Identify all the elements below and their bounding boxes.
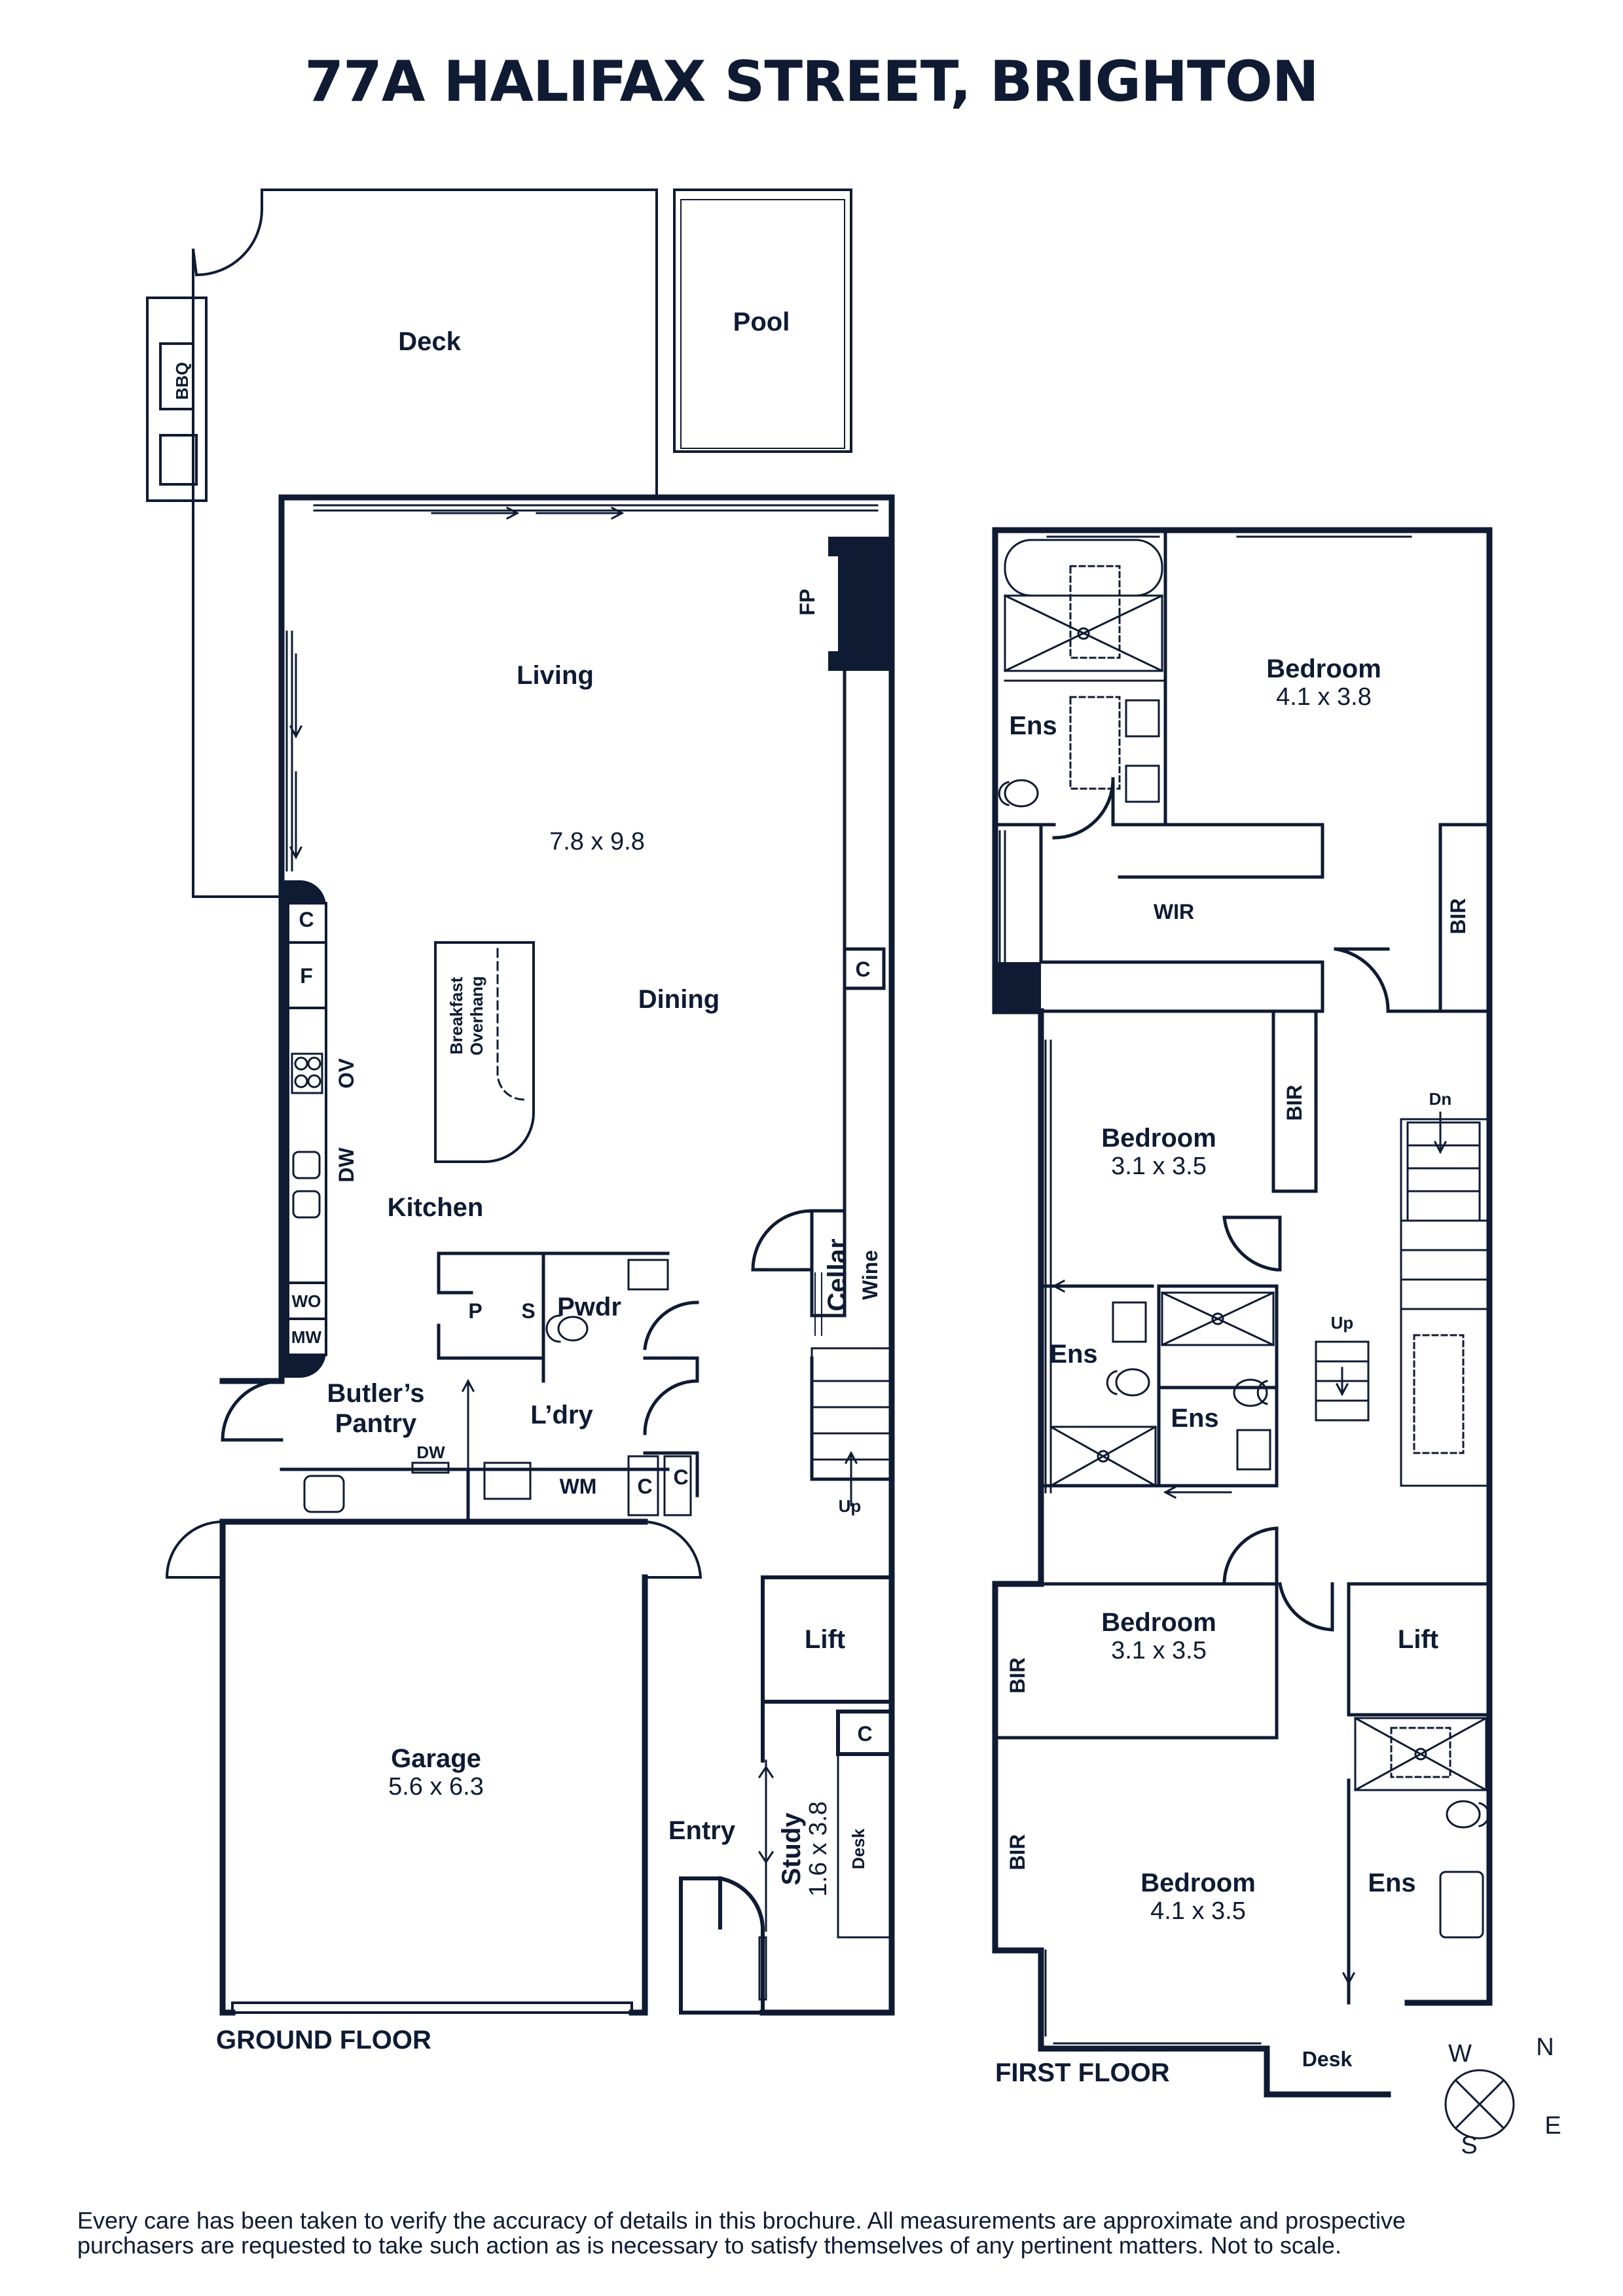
- label-entry: Entry: [668, 1816, 736, 1845]
- label-c3: C: [673, 1465, 688, 1489]
- first-floor-labels: Ens Bedroom 4.1 x 3.8 WIR BIR BIR Bedroo…: [995, 655, 1470, 2087]
- label-wir: WIR: [1154, 900, 1194, 924]
- compass-icon: [1444, 2069, 1515, 2140]
- label-ens3: Ens: [1171, 1404, 1218, 1433]
- label-laundry: L’dry: [530, 1401, 593, 1429]
- service-fixtures: [303, 1259, 692, 1516]
- first-floor-title: FIRST FLOOR: [995, 2058, 1170, 2087]
- living-windows: [285, 504, 879, 872]
- label-c2: C: [637, 1475, 652, 1498]
- label-pantry-p: P: [468, 1299, 482, 1323]
- label-lift-ground: Lift: [805, 1625, 845, 1654]
- label-fridge: F: [300, 964, 313, 988]
- page-title: 77A HALIFAX STREET, BRIGHTON: [304, 49, 1319, 115]
- ground-stairs: [811, 1347, 893, 1507]
- label-bed2: Bedroom: [1101, 1124, 1216, 1153]
- label-living: Living: [517, 661, 594, 690]
- label-bir1: BIR: [1446, 898, 1470, 934]
- compass-labels: N E S W: [1448, 2034, 1561, 2159]
- label-ens4: Ens: [1368, 1869, 1415, 1897]
- label-kitchen: Kitchen: [388, 1193, 484, 1222]
- ground-floor-title: GROUND FLOOR: [216, 2026, 431, 2054]
- label-up-first: Up: [1331, 1313, 1354, 1333]
- corridor-walls: [751, 669, 894, 1481]
- breakfast-island: [434, 941, 535, 1163]
- label-dn: Dn: [1429, 1089, 1452, 1109]
- label-living-dims: 7.8 x 9.8: [549, 828, 645, 855]
- ground-floor-labels: Deck BBQ Pool Living 7.8 x 9.8 FP Dining…: [172, 308, 882, 2054]
- structural-column: [995, 962, 1041, 1011]
- label-up-ground: Up: [839, 1496, 862, 1516]
- label-c1: C: [299, 908, 314, 931]
- label-pantry-s: S: [521, 1299, 535, 1323]
- label-study-dims: 1.6 x 3.8: [805, 1801, 832, 1897]
- label-bed3: Bedroom: [1101, 1608, 1216, 1637]
- label-bed1-dims: 4.1 x 3.8: [1276, 683, 1372, 711]
- label-bir3: BIR: [1006, 1657, 1029, 1693]
- disclaimer-line-2: purchasers are requested to take such ac…: [77, 2232, 1341, 2259]
- label-bbq: BBQ: [172, 362, 192, 400]
- label-lift-first: Lift: [1398, 1625, 1438, 1654]
- kitchen-cabinetry: [282, 880, 327, 1378]
- service-block: [221, 1251, 699, 1524]
- label-wine: Wine: [858, 1250, 882, 1300]
- label-dw2: DW: [416, 1443, 445, 1462]
- label-dw1: DW: [335, 1147, 358, 1183]
- label-c4: C: [855, 958, 870, 981]
- ground-floor-plan: [146, 188, 895, 2016]
- label-butlers: Butler’s: [327, 1379, 425, 1408]
- pool: [673, 188, 852, 453]
- compass-n: N: [1536, 2034, 1554, 2061]
- label-bir2: BIR: [1283, 1085, 1306, 1121]
- label-fireplace: FP: [795, 589, 819, 616]
- label-bed1: Bedroom: [1266, 655, 1381, 683]
- compass-s: S: [1461, 2132, 1477, 2159]
- deck: [146, 188, 658, 898]
- compass-w: W: [1448, 2040, 1472, 2068]
- label-c5: C: [857, 1722, 872, 1746]
- disclaimer: Every care has been taken to verify the …: [77, 2208, 1570, 2258]
- label-wo: WO: [292, 1291, 321, 1311]
- label-oven: OV: [335, 1058, 358, 1088]
- label-bed4-dims: 4.1 x 3.5: [1150, 1897, 1246, 1925]
- label-mw: MW: [291, 1327, 322, 1347]
- label-garage: Garage: [391, 1744, 481, 1773]
- label-study: Study: [777, 1812, 806, 1886]
- label-desk-ground: Desk: [848, 1828, 868, 1869]
- bedrooms-3-4: [993, 1526, 1491, 2005]
- label-pantry: Pantry: [335, 1409, 417, 1438]
- label-bir4: BIR: [1006, 1834, 1029, 1870]
- label-deck: Deck: [398, 327, 461, 356]
- garage: [219, 1518, 648, 2016]
- first-stairs: [1315, 1111, 1491, 1487]
- label-bed2-dims: 3.1 x 3.5: [1111, 1153, 1207, 1180]
- label-breakfast: Breakfast: [447, 977, 466, 1054]
- disclaimer-line-1: Every care has been taken to verify the …: [77, 2207, 1406, 2234]
- label-bed3-dims: 3.1 x 3.5: [1111, 1637, 1207, 1664]
- sliding-door-arrows: [289, 506, 625, 860]
- label-wm: WM: [560, 1475, 597, 1498]
- label-cellar: Cellar: [823, 1238, 852, 1311]
- label-dining: Dining: [638, 985, 720, 1014]
- first-windows: [998, 535, 1412, 2045]
- entry-study: [679, 1575, 894, 2015]
- label-powder: Pwdr: [557, 1293, 621, 1321]
- label-pool: Pool: [733, 308, 790, 336]
- label-ens2: Ens: [1049, 1340, 1097, 1369]
- label-overhang: Overhang: [467, 976, 486, 1055]
- master-suite: [993, 528, 1491, 1013]
- first-floor-plan: [992, 527, 1493, 2098]
- fireplace: [828, 537, 892, 671]
- first-exterior-walls: [992, 527, 1493, 2098]
- label-desk-first: Desk: [1302, 2047, 1353, 2071]
- compass-e: E: [1544, 2112, 1561, 2140]
- label-ens1: Ens: [1009, 711, 1057, 740]
- label-bed4: Bedroom: [1140, 1869, 1256, 1897]
- label-garage-dims: 5.6 x 6.3: [388, 1773, 484, 1801]
